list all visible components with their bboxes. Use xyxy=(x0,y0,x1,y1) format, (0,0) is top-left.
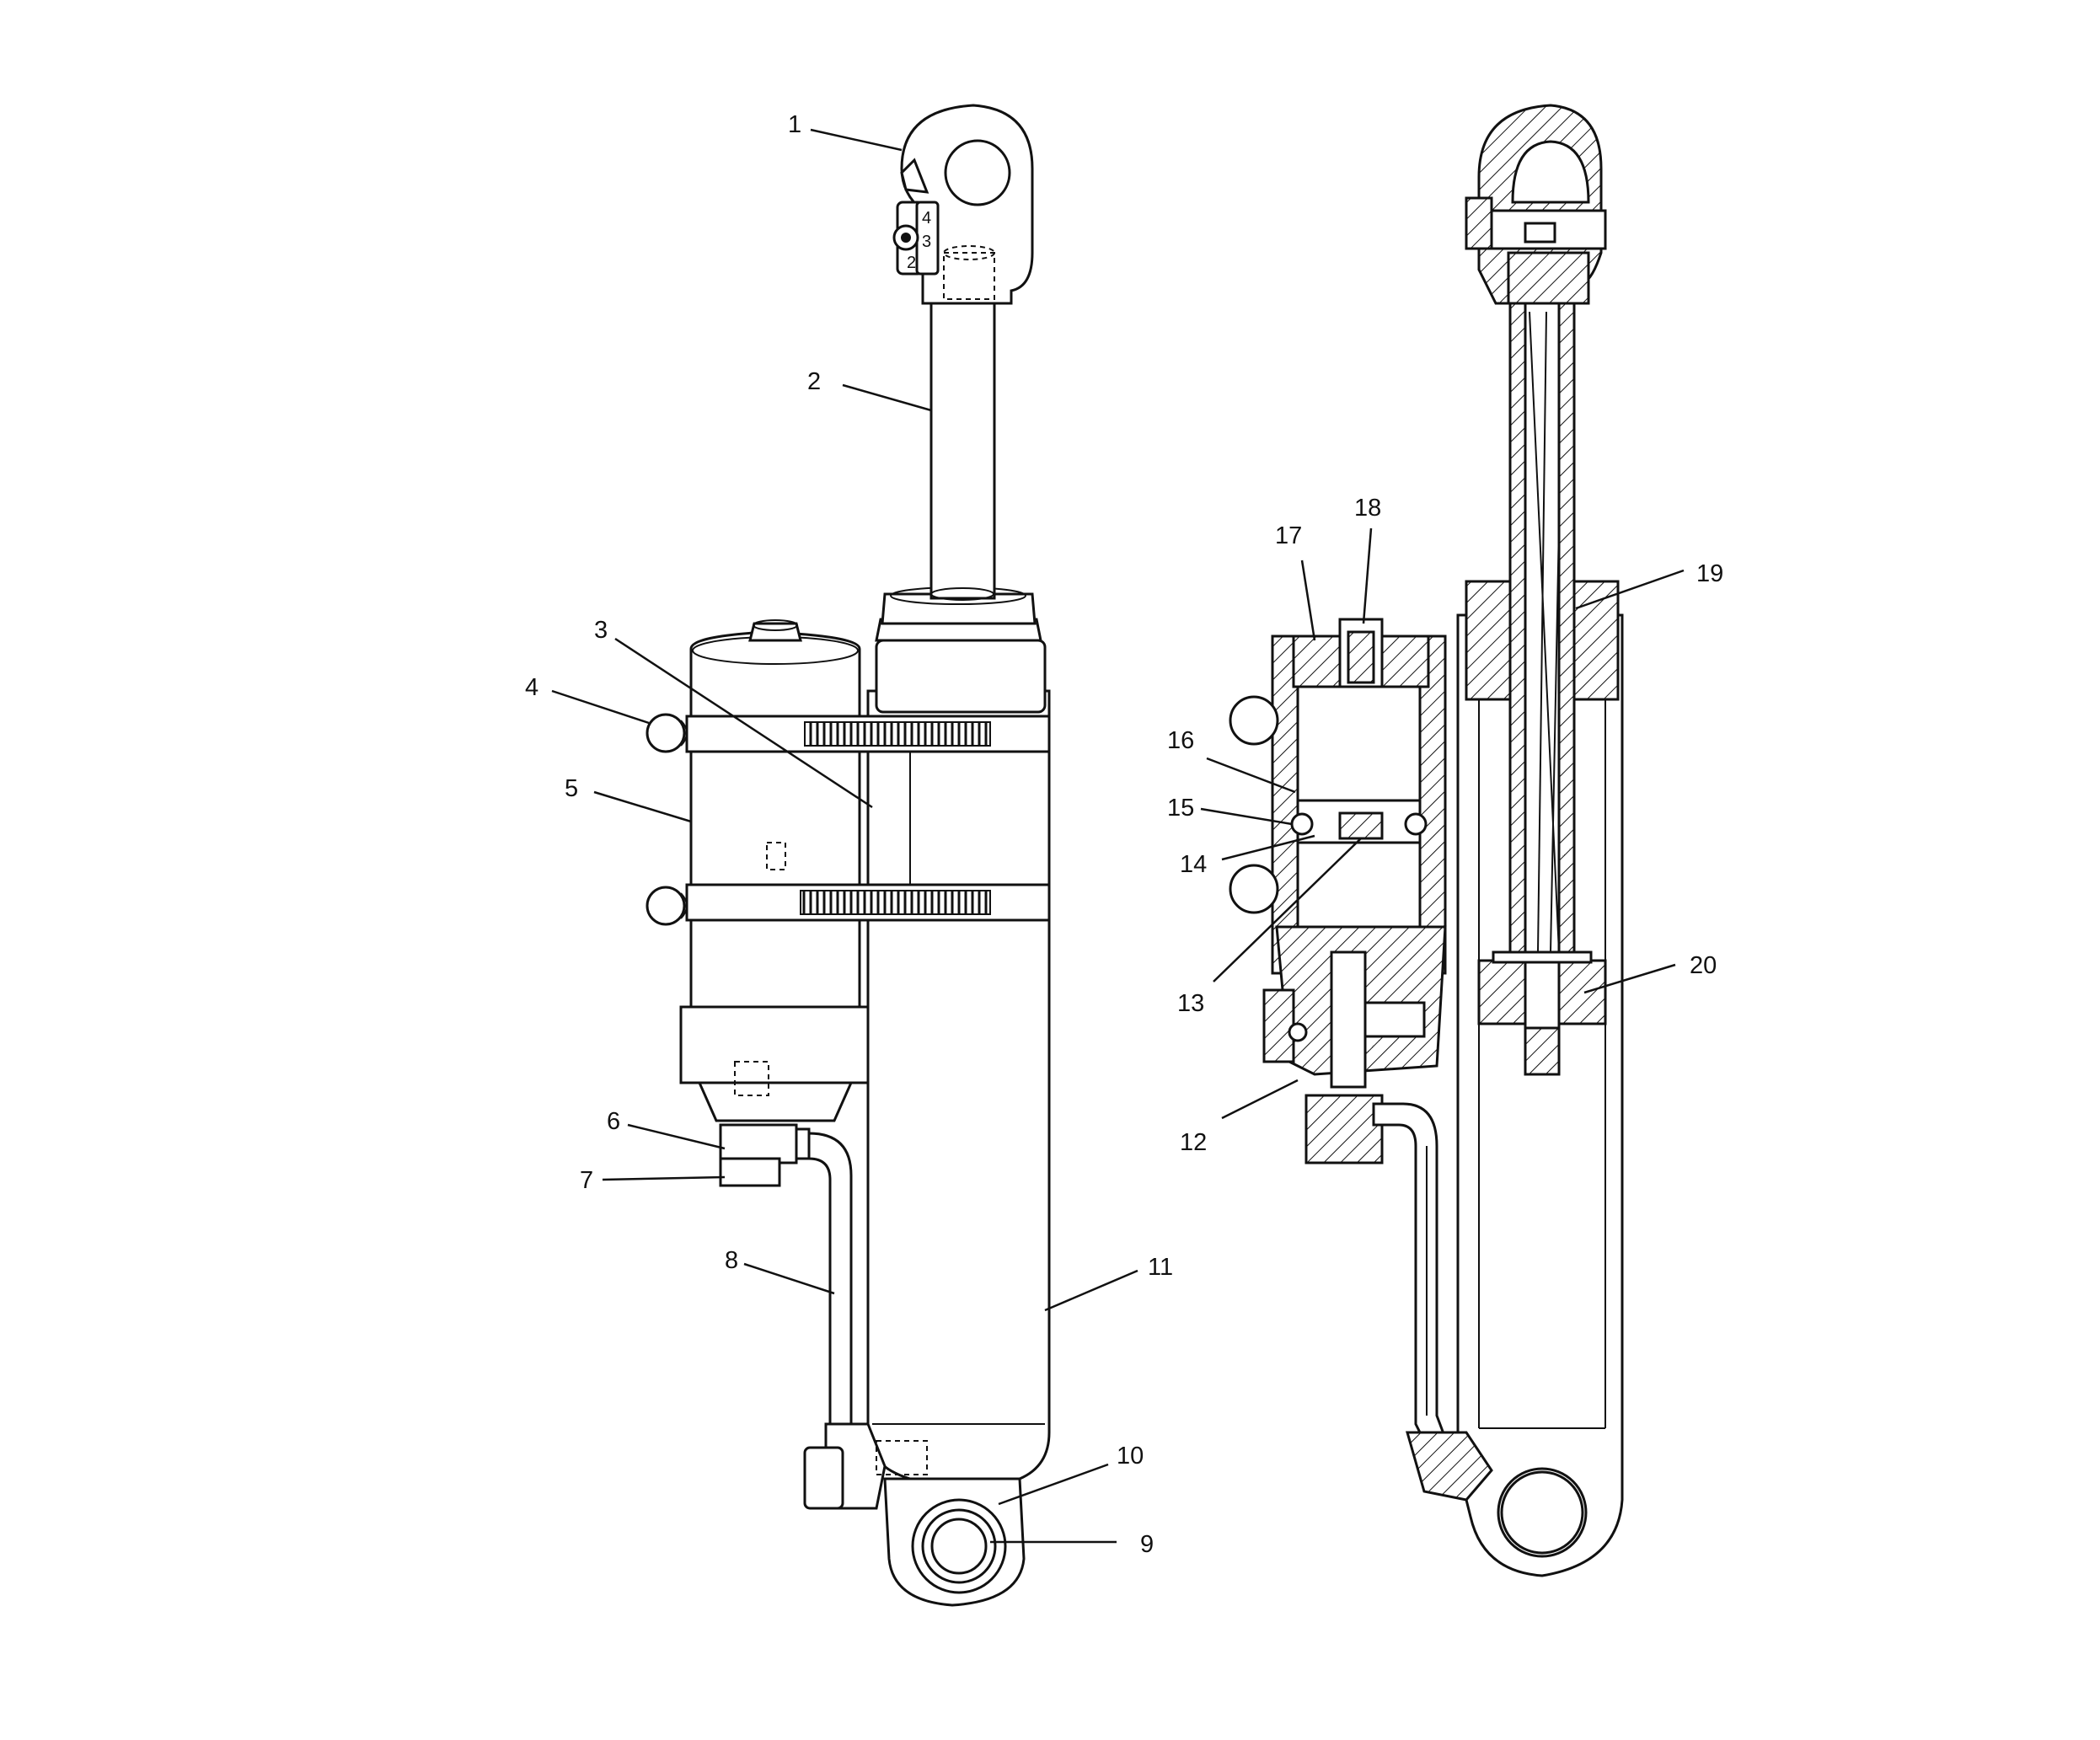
leader-6 xyxy=(627,1123,726,1150)
cross-section-view xyxy=(1229,104,1624,1577)
leader-1 xyxy=(810,128,903,152)
reservoir xyxy=(679,619,870,1122)
leader-8 xyxy=(743,1262,835,1295)
callout-3: 3 xyxy=(594,617,608,644)
callout-8: 8 xyxy=(725,1247,738,1274)
piston-rod xyxy=(929,297,996,601)
leader-13 xyxy=(1213,838,1362,982)
callout-20: 20 xyxy=(1690,952,1717,979)
callout-11: 11 xyxy=(1148,1254,1173,1281)
leader-19 xyxy=(1575,569,1685,610)
upper-eye-mount: 4 3 2 xyxy=(892,104,1034,305)
leader-lines xyxy=(551,128,1685,1544)
lower-eye-mount xyxy=(883,1477,1026,1607)
callout-labels: 1 2 3 4 5 6 7 8 9 10 11 12 13 14 15 16 1… xyxy=(525,111,1723,1558)
leader-18 xyxy=(1362,527,1373,624)
leader-14 xyxy=(1221,834,1315,861)
leader-5 xyxy=(593,790,692,823)
section-piston-rod xyxy=(1508,302,1576,971)
section-upper-eye xyxy=(1465,104,1607,305)
dial-mark-2: 2 xyxy=(907,254,916,272)
leader-15 xyxy=(1200,807,1293,826)
leader-4 xyxy=(551,689,650,725)
main-body xyxy=(866,689,1051,1480)
external-view: 4 3 2 xyxy=(646,104,1051,1607)
hose-lower-fitting xyxy=(803,1422,928,1510)
callout-18: 18 xyxy=(1354,495,1381,522)
callout-6: 6 xyxy=(607,1108,620,1135)
body-top-cap xyxy=(875,586,1047,714)
leader-11 xyxy=(1044,1269,1138,1312)
section-clamp-knob-lower xyxy=(1229,864,1279,914)
dial-mark-4: 4 xyxy=(922,209,931,228)
callout-16: 16 xyxy=(1167,727,1194,754)
reservoir-bracket xyxy=(860,751,911,886)
leader-2 xyxy=(842,383,932,412)
callout-13: 13 xyxy=(1177,990,1204,1017)
callout-5: 5 xyxy=(565,775,578,802)
leader-7 xyxy=(602,1175,726,1181)
callout-19: 19 xyxy=(1696,560,1723,587)
section-reservoir xyxy=(1262,618,1447,1164)
leader-16 xyxy=(1206,757,1296,794)
leader-12 xyxy=(1221,1079,1299,1120)
callout-2: 2 xyxy=(807,368,821,395)
callout-4: 4 xyxy=(525,674,538,701)
dial-mark-3: 3 xyxy=(922,233,931,251)
callout-9: 9 xyxy=(1140,1531,1154,1558)
upper-clamp xyxy=(646,713,1051,753)
section-clamp-knob-upper xyxy=(1229,695,1279,746)
leader-20 xyxy=(1583,963,1676,994)
lower-clamp xyxy=(646,883,1051,926)
section-hose xyxy=(1372,1102,1493,1502)
leader-17 xyxy=(1300,559,1316,641)
hose xyxy=(807,1132,853,1426)
reservoir-fitting xyxy=(719,1123,811,1187)
leader-10 xyxy=(998,1463,1109,1506)
callout-14: 14 xyxy=(1180,851,1207,878)
callout-15: 15 xyxy=(1167,795,1194,822)
callout-17: 17 xyxy=(1275,522,1302,549)
callout-10: 10 xyxy=(1117,1443,1144,1470)
section-main-body xyxy=(1456,613,1624,1577)
adjuster-dial: 4 3 2 xyxy=(892,201,940,276)
callout-7: 7 xyxy=(580,1167,593,1194)
leader-3 xyxy=(614,637,873,809)
callout-1: 1 xyxy=(788,111,801,138)
callout-12: 12 xyxy=(1180,1129,1207,1156)
